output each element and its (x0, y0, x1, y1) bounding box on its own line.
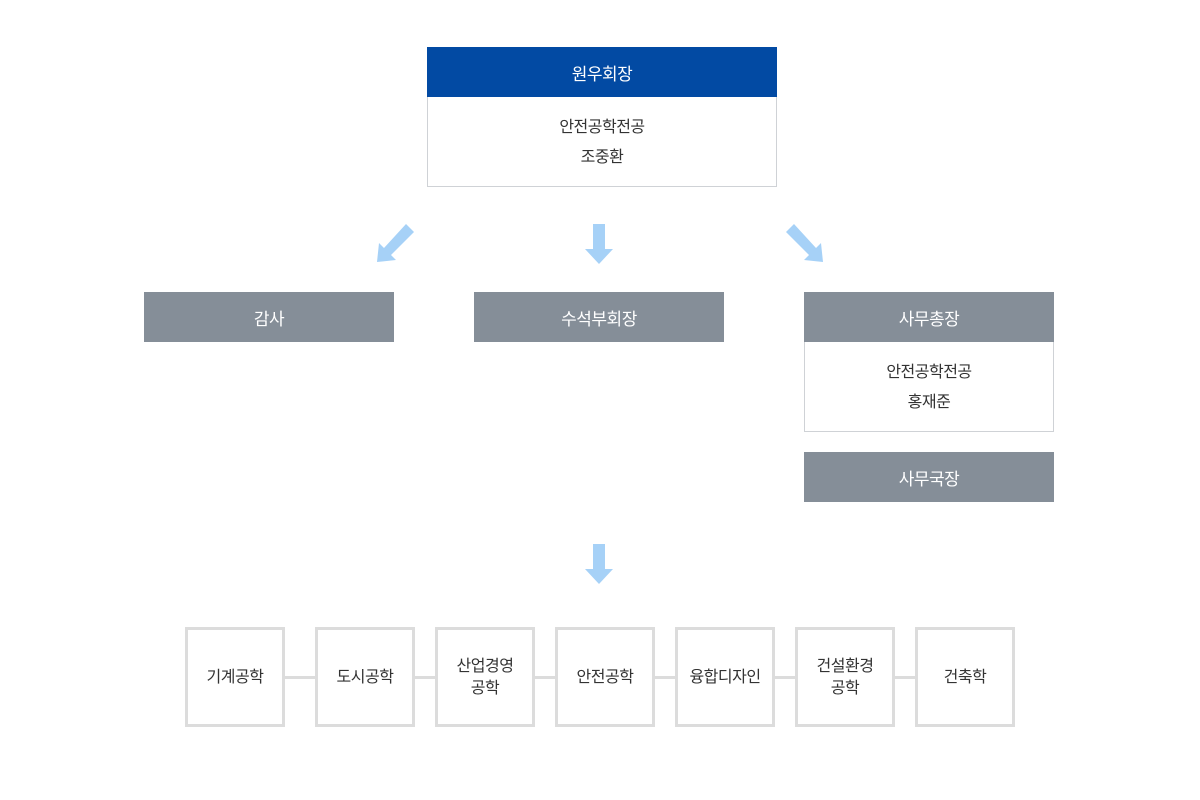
president-title: 원우회장 (427, 47, 777, 97)
dept-box-convergence-design: 융합디자인 (675, 627, 775, 727)
office-director-title: 사무국장 (804, 452, 1054, 502)
secretary-general-dept: 안전공학전공 (886, 361, 972, 381)
dept-box-architecture: 건축학 (915, 627, 1015, 727)
arrow-down-icon (585, 224, 613, 264)
arrow-down-icon (585, 544, 613, 584)
dept-connector (534, 676, 556, 679)
dept-connector (654, 676, 676, 679)
dept-box-industrial-management-engineering: 산업경영 공학 (435, 627, 535, 727)
president-info: 안전공학전공 조중환 (427, 97, 777, 187)
dept-label: 공학 (470, 678, 500, 697)
dept-connector (284, 676, 316, 679)
secretary-general-name: 홍재준 (907, 391, 951, 411)
dept-box-safety-engineering: 안전공학 (555, 627, 655, 727)
arrow-down-left-icon (377, 224, 414, 262)
dept-box-mechanical-engineering: 기계공학 (185, 627, 285, 727)
vice-president-title: 수석부회장 (474, 292, 724, 342)
dept-box-civil-environmental-engineering: 건설환경 공학 (795, 627, 895, 727)
dept-connector (774, 676, 796, 679)
dept-connector (414, 676, 436, 679)
dept-label: 건설환경 (816, 656, 874, 675)
dept-label: 기계공학 (206, 667, 264, 686)
dept-label: 산업경영 (456, 656, 514, 675)
dept-label: 안전공학 (576, 667, 634, 686)
secretary-general-title: 사무총장 (804, 292, 1054, 342)
dept-label: 도시공학 (336, 667, 394, 686)
dept-label: 건축학 (943, 667, 987, 686)
dept-connector (894, 676, 916, 679)
president-name: 조중환 (580, 146, 624, 166)
auditor-title: 감사 (144, 292, 394, 342)
dept-label: 융합디자인 (689, 667, 761, 686)
dept-label: 공학 (830, 678, 860, 697)
secretary-general-info: 안전공학전공 홍재준 (804, 342, 1054, 432)
arrow-down-right-icon (786, 224, 823, 262)
dept-box-urban-engineering: 도시공학 (315, 627, 415, 727)
president-dept: 안전공학전공 (559, 116, 645, 136)
